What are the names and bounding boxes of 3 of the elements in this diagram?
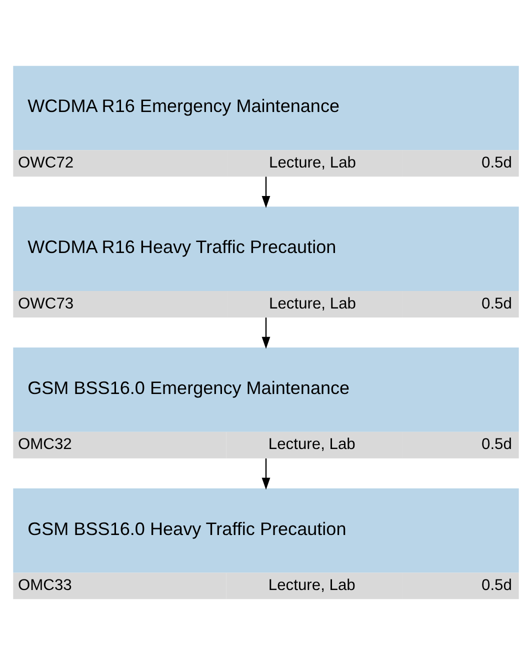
arrow bbox=[262, 458, 270, 490]
arrow bbox=[262, 176, 270, 208]
arrow bbox=[262, 317, 270, 348]
